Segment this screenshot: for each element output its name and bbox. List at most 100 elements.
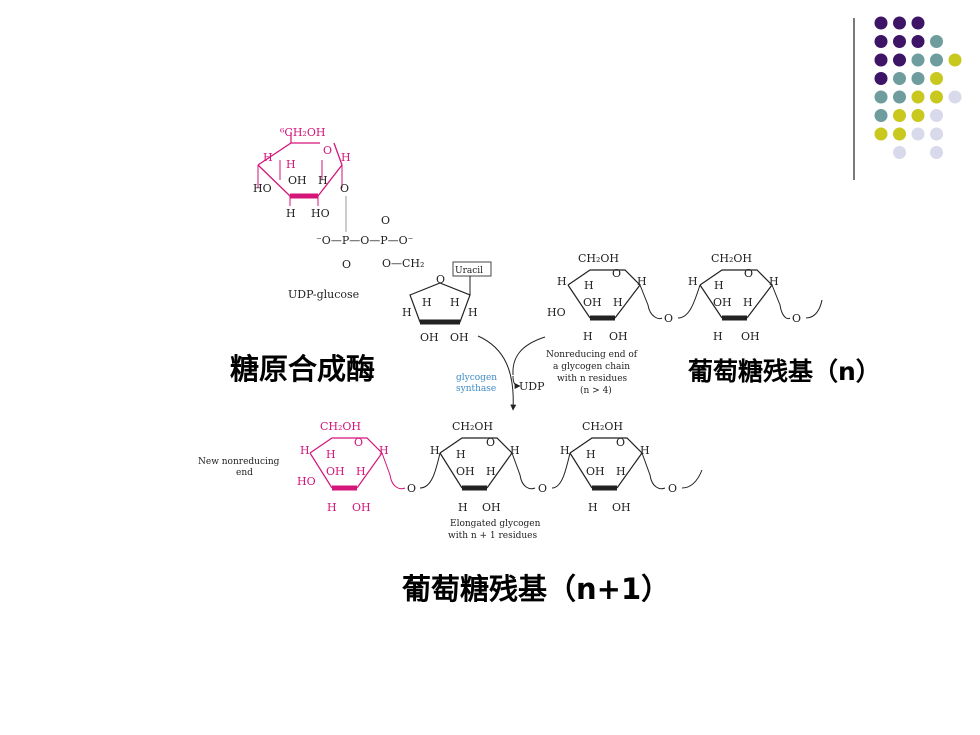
top-link-o2: O xyxy=(792,312,801,325)
reaction-arrow xyxy=(477,335,517,411)
top-ring2-oh: OH xyxy=(713,296,732,309)
new-nonreducing-text-2: end xyxy=(236,468,253,478)
bottom-ring2-oh: OH xyxy=(456,465,475,478)
top-ring1-h-mid: H xyxy=(613,296,623,309)
top-ring1-h-bottom: H xyxy=(583,330,593,343)
decorative-dot xyxy=(930,127,943,141)
bottom-ring3-o: O xyxy=(616,436,625,449)
ribose-h2: H xyxy=(422,296,432,309)
top-ring1-h-inner: H xyxy=(584,279,594,292)
top-ring2-h-bottom: H xyxy=(713,330,723,343)
decorative-dot xyxy=(930,146,943,159)
enzyme-label: 糖原合成酶 xyxy=(230,352,376,386)
pyrophosphate: ⁻O—P—O—P—O⁻ xyxy=(316,234,414,247)
decorative-dot xyxy=(930,109,943,122)
enzyme-text-1: glycogen xyxy=(456,373,497,383)
bottom-ring3-h-inner: H xyxy=(586,448,596,461)
decorative-dot xyxy=(911,90,925,104)
decorative-dot xyxy=(893,16,906,30)
bottom-ring2-h-left: H xyxy=(430,444,440,457)
bottom-ring1-oh-bottom: OH xyxy=(352,501,371,514)
decorative-dot xyxy=(893,35,906,48)
decorative-dot xyxy=(874,53,888,67)
udp-glucose-h1: H xyxy=(263,151,273,164)
ribose-oh2: OH xyxy=(450,331,469,344)
decorative-dot xyxy=(911,72,925,85)
bottom-ring3-h-left: H xyxy=(560,444,570,457)
new-nonreducing-text-1: New nonreducing xyxy=(198,457,280,467)
udp-arrow xyxy=(512,375,521,389)
decorative-divider xyxy=(853,18,855,180)
udp-glucose-ring-o: O xyxy=(323,144,332,157)
ribose-ring xyxy=(409,261,492,325)
decorative-dot-grid xyxy=(874,16,962,159)
decorative-dot xyxy=(930,53,943,67)
bottom-ring2-h-right: H xyxy=(510,444,520,457)
decorative-dot xyxy=(948,53,962,67)
bottom-ring1-ch2oh: CH₂OH xyxy=(320,420,361,433)
decorative-dot xyxy=(874,72,888,85)
udp-glucose-o1: O xyxy=(340,182,349,195)
residue-n1-label: 葡萄糖残基（n+1） xyxy=(402,572,671,606)
bottom-ring1-h-mid: H xyxy=(356,465,366,478)
nonreducing-text-2: a glycogen chain xyxy=(553,362,630,372)
ribose-oh1: OH xyxy=(420,331,439,344)
decorative-dot xyxy=(893,53,906,67)
phosphate-o-top: O xyxy=(381,214,390,227)
bottom-ring1-o: O xyxy=(354,436,363,449)
decorative-dot xyxy=(911,109,925,122)
reaction-arrow-branch xyxy=(512,336,546,376)
decorative-dot xyxy=(930,90,943,104)
top-ring2-h-left: H xyxy=(688,275,698,288)
udp-product: UDP xyxy=(519,380,545,393)
decorative-dot xyxy=(893,127,906,141)
bottom-ring1-h-inner: H xyxy=(326,448,336,461)
decorative-dot xyxy=(911,16,925,30)
ribose-o: O xyxy=(436,273,445,286)
decorative-dot xyxy=(893,90,906,104)
bottom-chain xyxy=(309,437,703,491)
bottom-ring2-ch2oh: CH₂OH xyxy=(452,420,493,433)
bottom-ring2-o: O xyxy=(486,436,495,449)
top-ring1-h-left: H xyxy=(557,275,567,288)
residue-n-label: 葡萄糖残基（n） xyxy=(688,357,881,386)
bottom-ring3-h-bottom: H xyxy=(588,501,598,514)
decorative-dot xyxy=(911,127,925,141)
udp-glucose-h3: H xyxy=(341,151,351,164)
bottom-link-o1: O xyxy=(407,482,416,495)
udp-glucose-h5: H xyxy=(286,207,296,220)
top-ring1-o: O xyxy=(612,267,621,280)
decorative-dot xyxy=(911,35,925,48)
udp-glucose-h2: H xyxy=(286,158,296,171)
ribose-h4: H xyxy=(468,306,478,319)
decorative-dot xyxy=(911,53,925,67)
decorative-dot xyxy=(893,72,906,85)
bottom-ring3-ch2oh: CH₂OH xyxy=(582,420,623,433)
udp-glucose-oh: OH xyxy=(288,174,307,187)
bottom-link-o3: O xyxy=(668,482,677,495)
elongated-text-2: with n + 1 residues xyxy=(448,531,538,541)
udp-glucose-h4: H xyxy=(318,174,328,187)
bottom-ring1-h-right: H xyxy=(379,444,389,457)
decorative-dot xyxy=(893,146,906,159)
top-ring2-ch2oh: CH₂OH xyxy=(711,252,752,265)
decorative-dot xyxy=(874,90,888,104)
top-ring2-h-mid: H xyxy=(743,296,753,309)
o-ch2: O—CH₂ xyxy=(382,257,424,270)
ribose-h1: H xyxy=(402,306,412,319)
decorative-dot xyxy=(874,16,888,30)
udp-glucose-ho: HO xyxy=(253,182,272,195)
bottom-ring2-h-inner: H xyxy=(456,448,466,461)
phosphate-o-bottom1: O xyxy=(342,258,351,271)
top-ring2-h-right: H xyxy=(769,275,779,288)
top-ring1-oh-bottom: OH xyxy=(609,330,628,343)
decorative-dot xyxy=(948,90,962,104)
decorative-dot xyxy=(893,109,906,122)
top-link-o1: O xyxy=(664,312,673,325)
bottom-ring2-oh-bottom: OH xyxy=(482,501,501,514)
enzyme-text-2: synthase xyxy=(456,384,496,394)
ribose-h3: H xyxy=(450,296,460,309)
bottom-ring1-h-left: H xyxy=(300,444,310,457)
